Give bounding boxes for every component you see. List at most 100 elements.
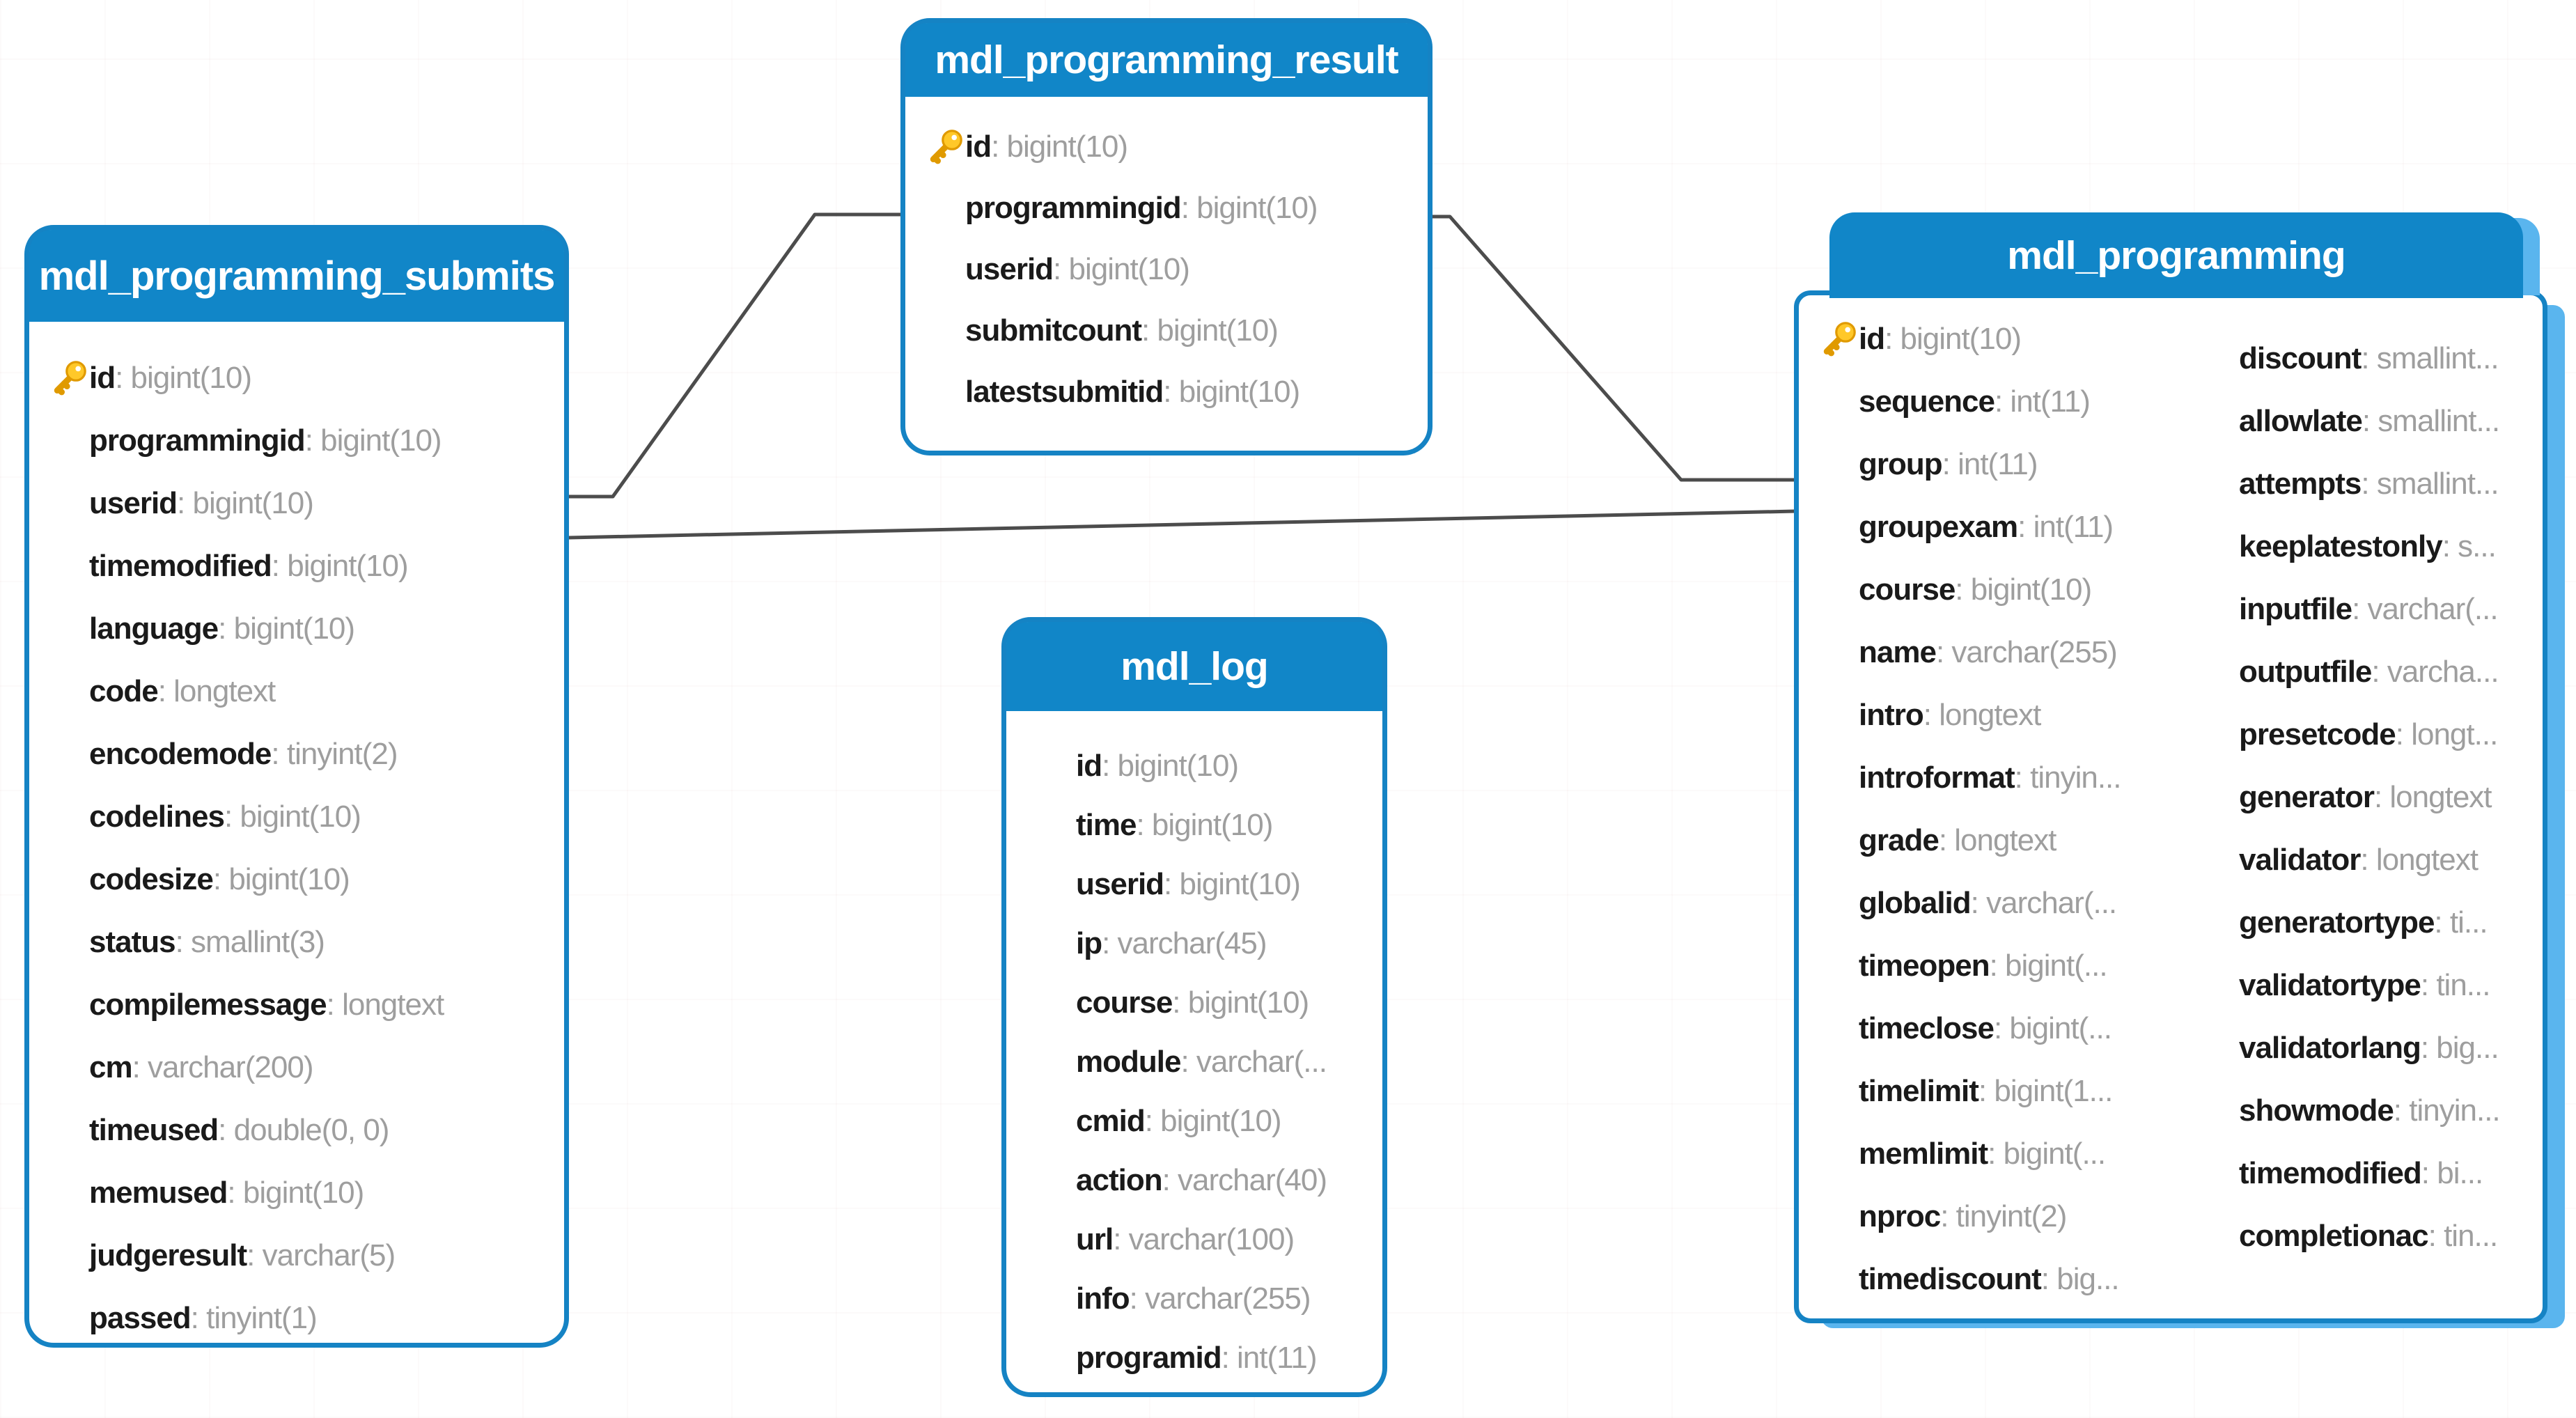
field-row: timemodified: bi...: [2239, 1142, 2543, 1205]
key-column-spacer: [49, 1110, 89, 1151]
field-row: userid: bigint(10): [29, 472, 564, 535]
field-row: completionac: tin...: [2239, 1205, 2543, 1268]
field-name: groupexam: [1859, 510, 2018, 544]
field-type: : tinyint(1): [190, 1301, 318, 1335]
key-column-spacer: [49, 1298, 89, 1339]
key-icon: [54, 361, 86, 396]
key-column-spacer: [1818, 1071, 1859, 1112]
key-column-spacer: [1818, 1197, 1859, 1237]
field-row: memlimit: bigint(...: [1799, 1123, 2234, 1185]
key-column-spacer: [925, 188, 965, 228]
field-row: id: bigint(10): [1799, 308, 2234, 371]
field-name: code: [89, 674, 159, 708]
field-type: : bigint(...: [1988, 1137, 2106, 1171]
field-name: nproc: [1859, 1199, 1941, 1233]
field-type: : big...: [2040, 1262, 2120, 1296]
field-type: : bigint(1...: [1978, 1074, 2113, 1108]
field-type: : bigint(10): [224, 800, 361, 834]
field-row: keeplatestonly: s...: [2239, 515, 2543, 578]
field-name: action: [1076, 1162, 1163, 1197]
field-row: validatorlang: big...: [2239, 1017, 2543, 1080]
field-name: codelines: [89, 800, 225, 834]
field-list: id: bigint(10)programmingid: bigint(10) u…: [905, 97, 1428, 423]
field-name: userid: [89, 486, 178, 520]
field-type: : bigint(10): [177, 486, 314, 520]
field-row: timelimit: bigint(1...: [1799, 1060, 2234, 1123]
field-name: codesize: [89, 862, 214, 896]
field-row: grade: longtext: [1799, 809, 2234, 872]
field-type: : longtext: [326, 988, 445, 1022]
field-type: : bigint(10): [227, 1176, 364, 1210]
field-row: action: varchar(40): [1006, 1151, 1382, 1210]
field-type: : longtext: [157, 674, 276, 708]
field-row: timeused: double(0, 0): [29, 1099, 564, 1162]
field-name: programid: [1076, 1340, 1222, 1375]
key-column-spacer: [49, 483, 89, 524]
field-name: generatortype: [2239, 905, 2435, 940]
table-mdl-programming-submits[interactable]: mdl_programming_submits id: bigint(10)pr…: [24, 225, 569, 1348]
field-name: sequence: [1859, 384, 1995, 419]
key-column-spacer: [1818, 883, 1859, 924]
field-type: : int(11): [1221, 1340, 1318, 1375]
field-row: name: varchar(255): [1799, 621, 2234, 684]
field-type: : varchar(5): [247, 1238, 396, 1272]
key-column-spacer: [1818, 632, 1859, 673]
field-type: : smallint(3): [175, 925, 325, 959]
table-header: mdl_programming_submits: [29, 230, 564, 322]
table-mdl-programming-result[interactable]: mdl_programming_result id: bigint(10)pro…: [900, 18, 1433, 455]
field-row: allowlate: smallint...: [2239, 390, 2543, 453]
field-type: : smallint...: [2361, 341, 2499, 375]
field-row: codesize: bigint(10): [29, 848, 564, 911]
field-row: course: bigint(10): [1006, 973, 1382, 1032]
key-column-spacer: [925, 372, 965, 412]
field-name: timeopen: [1859, 949, 1990, 983]
field-type: : bigint(10): [1102, 748, 1239, 783]
field-name: timelimit: [1859, 1074, 1979, 1108]
field-row: passed: tinyint(1): [29, 1287, 564, 1350]
field-row: validatortype: tin...: [2239, 954, 2543, 1017]
field-name: userid: [965, 252, 1054, 286]
field-type: : int(11): [2017, 510, 2114, 544]
field-name: grade: [1859, 823, 1939, 857]
field-row: id: bigint(10): [905, 116, 1428, 178]
field-row: programmingid: bigint(10): [905, 178, 1428, 239]
field-row: groupexam: int(11): [1799, 496, 2234, 559]
field-row: presetcode: longt...: [2239, 703, 2543, 766]
field-type: : varchar(...: [2352, 592, 2498, 626]
field-name: latestsubmitid: [965, 375, 1164, 409]
field-row: introformat: tinyin...: [1799, 747, 2234, 809]
field-type: : varcha...: [2371, 655, 2499, 689]
table-title: mdl_programming_result: [935, 38, 1398, 82]
field-type: : bigint(10): [1164, 866, 1301, 901]
field-type: : smallint...: [2361, 467, 2499, 501]
field-row: userid: bigint(10): [1006, 855, 1382, 914]
field-type: : bi...: [2421, 1156, 2483, 1190]
field-list: id: bigint(10)time: bigint(10)userid: bi…: [1006, 711, 1382, 1387]
field-row: timeclose: bigint(...: [1799, 997, 2234, 1060]
field-name: attempts: [2239, 467, 2362, 501]
field-type: : bigint(10): [1955, 572, 2092, 607]
field-name: timeclose: [1859, 1011, 1995, 1045]
table-mdl-log[interactable]: mdl_log id: bigint(10)time: bigint(10)us…: [1001, 617, 1387, 1397]
field-name: judgeresult: [89, 1238, 247, 1272]
field-type: : longtext: [1938, 823, 2057, 857]
field-name: module: [1076, 1044, 1181, 1079]
table-mdl-programming[interactable]: mdl_programming id: bigint(10)sequence: …: [1794, 212, 2547, 1323]
field-type: : longtext: [1923, 698, 2042, 732]
field-row: programid: int(11): [1006, 1328, 1382, 1387]
field-row: sequence: int(11): [1799, 371, 2234, 433]
field-row: submitcount: bigint(10): [905, 300, 1428, 361]
field-name: id: [1859, 322, 1885, 356]
field-type: : bigint(10): [1163, 375, 1300, 409]
field-row: cmid: bigint(10): [1006, 1091, 1382, 1151]
field-row: cm: varchar(200): [29, 1036, 564, 1099]
field-type: : tin...: [2420, 968, 2491, 1002]
field-row: codelines: bigint(10): [29, 786, 564, 848]
key-column-spacer: [1818, 1008, 1859, 1049]
field-name: timemodified: [89, 549, 272, 583]
field-name: time: [1076, 807, 1137, 842]
field-name: ip: [1076, 926, 1102, 960]
field-name: memused: [89, 1176, 228, 1210]
field-type: : bigint(...: [1989, 949, 2108, 983]
